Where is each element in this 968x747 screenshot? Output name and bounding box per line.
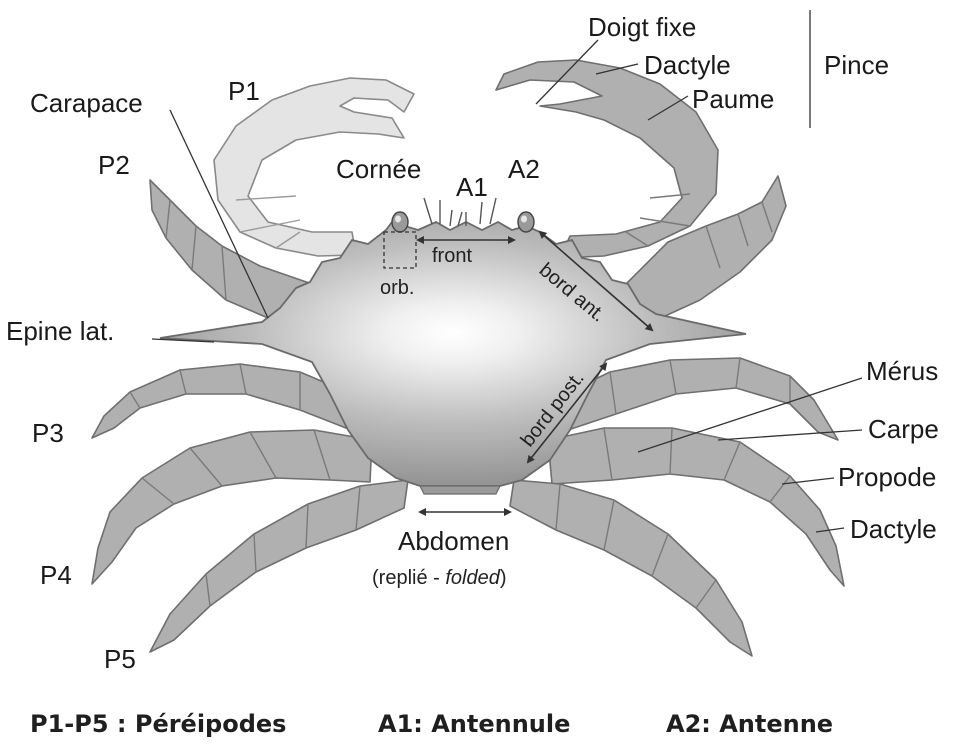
label-carapace: Carapace <box>30 88 143 118</box>
label-p1: P1 <box>228 76 260 106</box>
label-dactyle-leg: Dactyle <box>850 514 937 544</box>
label-a2: A2 <box>508 154 540 184</box>
label-p5: P5 <box>104 644 136 674</box>
eye-right <box>518 212 534 232</box>
label-cornee: Cornée <box>336 154 421 184</box>
leg-p5-left <box>150 480 408 652</box>
leg-p3-left <box>92 364 352 438</box>
label-p2: P2 <box>98 150 130 180</box>
label-a1: A1 <box>456 172 488 202</box>
label-abdomen: Abdomen <box>398 526 509 556</box>
label-carpe: Carpe <box>868 414 939 444</box>
label-p4: P4 <box>40 560 72 590</box>
leg-p5-right <box>510 480 752 656</box>
label-merus: Mérus <box>866 356 938 386</box>
abdomen-shape <box>420 486 500 494</box>
legend-antennule: A1: Antennule <box>378 710 570 738</box>
label-pince: Pince <box>824 50 889 80</box>
eye-left <box>392 212 408 232</box>
label-paume: Paume <box>692 84 774 114</box>
legend-pereipodes: P1-P5 : Péréipodes <box>30 710 286 738</box>
legend: P1-P5 : Péréipodes A1: Antennule A2: Ant… <box>30 710 833 738</box>
label-dactyle-pince: Dactyle <box>644 50 731 80</box>
legend-antenne: A2: Antenne <box>666 710 833 738</box>
label-front: front <box>432 245 472 267</box>
label-doigt-fixe: Doigt fixe <box>588 12 696 42</box>
label-replie: (replié - folded) <box>372 567 507 589</box>
label-p3: P3 <box>32 418 64 448</box>
label-orb: orb. <box>380 277 414 299</box>
label-epine-lat: Epine lat. <box>6 316 114 346</box>
label-propode: Propode <box>838 462 936 492</box>
